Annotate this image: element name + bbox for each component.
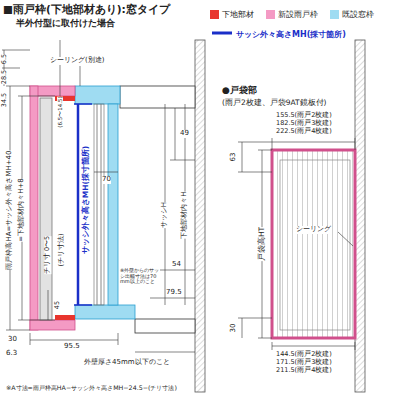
legend-text: 既設窓枠 (342, 9, 374, 20)
label: 79.5 (166, 289, 182, 297)
label: ※外壁からのサッシ出幅寸法は70mm以上のこと (120, 268, 160, 285)
label: 54 (172, 261, 181, 269)
label: サッシ外々高さMH(採寸箇所) (82, 146, 90, 255)
label: =下地部材内々H+8 (18, 178, 26, 241)
label: チリ寸 0〜5 (44, 236, 51, 274)
label: 6.3 (6, 350, 17, 358)
label: 222.5(雨戸4枚建) (276, 128, 332, 135)
legend-item: 新設雨戸枠 (266, 9, 318, 20)
legend-item: サッシ外々高さMH(採寸箇所) (236, 29, 346, 40)
legend-swatch (210, 10, 219, 19)
label: ●戸袋部 (222, 86, 257, 96)
label: 144.5(雨戸2枚建) (276, 351, 332, 358)
label: 雨戸枠高HA=サッシ外々高さMH+40 (6, 151, 14, 270)
title: ■雨戸枠(下地部材あり):窓タイプ (3, 4, 170, 16)
legend-swatch (266, 10, 275, 19)
label: 外壁厚さ45mm以下のこと (84, 359, 170, 367)
label: ※A寸法=雨戸枠高HA−サッシ外々高さMH−24.5−(チリ寸法) (6, 385, 177, 392)
legend-item: 下地部材 (210, 9, 254, 20)
legend-swatch (330, 10, 339, 19)
label: 45 (54, 301, 61, 309)
label: サッシH (161, 202, 169, 228)
label: シーリング (296, 226, 331, 234)
label: (6.5〜14.5) (57, 96, 63, 127)
legend-text: 新設雨戸枠 (278, 9, 318, 20)
label: シーリング(別途) (50, 57, 104, 65)
label: 63 (230, 153, 238, 162)
label: 半外付型に取付けた場合 (16, 19, 115, 29)
label: 182.5(雨戸3枚建) (276, 120, 332, 127)
label: 211.5(雨戸4枚建) (276, 367, 332, 374)
legend-item: 既設窓枠 (330, 9, 374, 20)
label: 下地部材内々H (181, 191, 189, 238)
label: 30 (230, 324, 238, 333)
label: (雨戸2枚建、戸袋9AT鏡板付) (222, 99, 327, 107)
label: 95.5 (64, 343, 80, 351)
label: 34.5 (1, 93, 8, 107)
label: 戸袋高HT (258, 227, 266, 261)
legend-text: 下地部材 (222, 9, 254, 20)
label: (チリ寸法) (58, 233, 65, 266)
label: 155.5(雨戸2枚建) (276, 112, 332, 119)
legend-text: サッシ外々高さMH(採寸箇所) (236, 29, 346, 40)
label: 6.5 (1, 54, 8, 64)
label: 28.5 (1, 70, 8, 84)
label: 171.5(雨戸3枚建) (276, 359, 332, 366)
label: 30 (8, 336, 17, 344)
label: 70 (102, 176, 111, 184)
label: 49 (180, 130, 189, 138)
